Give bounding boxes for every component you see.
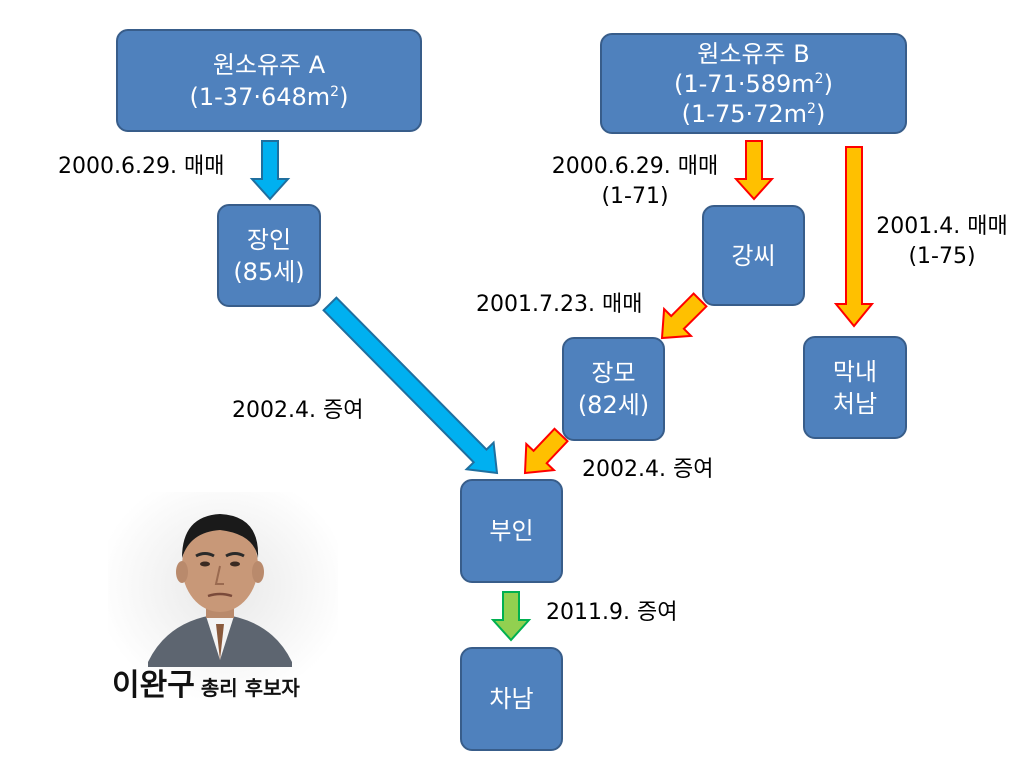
owner-a-title: 원소유주 A bbox=[212, 50, 326, 79]
edge-label-wife-to-son: 2011.9. 증여 bbox=[546, 600, 678, 625]
wife-node: 부인 bbox=[460, 479, 563, 583]
portrait-photo bbox=[108, 492, 338, 702]
owner-a-parcel: (1-37·648m2) bbox=[189, 82, 349, 111]
edge-label-gang-to-mother: 2001.7.23. 매매 bbox=[476, 292, 643, 317]
mother-in-law-line2: (82세) bbox=[577, 391, 650, 419]
gangssi-node: 강씨 bbox=[702, 205, 805, 306]
youngest-brother-in-law-line1: 막내 bbox=[832, 357, 878, 386]
gangssi-label: 강씨 bbox=[731, 241, 776, 270]
arrow-mother-to-wife bbox=[523, 427, 569, 475]
edge-label-mother-to-wife: 2002.4. 증여 bbox=[582, 457, 714, 482]
edge-label-a-to-father: 2000.6.29. 매매 bbox=[58, 154, 225, 179]
arrow-father-to-wife bbox=[322, 296, 499, 475]
mother-in-law-node: 장모 (82세) bbox=[562, 337, 665, 441]
arrow-b-to-youngest bbox=[833, 146, 875, 328]
owner-b-title: 원소유주 B bbox=[697, 39, 810, 68]
photo-caption-name: 이완구 bbox=[112, 668, 195, 703]
edge-label-b-to-gang: 2000.6.29. 매매 (1-71) bbox=[546, 152, 724, 212]
owner-b-parcel-1: (1-71·589m2) bbox=[674, 69, 833, 98]
father-in-law-line1: 장인 bbox=[246, 225, 292, 254]
edge-label-b-to-gang-line1: 2000.6.29. 매매 bbox=[551, 154, 719, 179]
father-in-law-line2: (85세) bbox=[233, 257, 305, 286]
edge-label-b-to-youngest-line2: (1-75) bbox=[908, 244, 976, 269]
mother-in-law-line1: 장모 bbox=[591, 359, 636, 387]
father-in-law-node: 장인 (85세) bbox=[217, 204, 321, 307]
arrow-a-to-father bbox=[249, 140, 291, 201]
second-son-node: 차남 bbox=[460, 647, 563, 751]
owner-b-node: 원소유주 B (1-71·589m2) (1-75·72m2) bbox=[600, 33, 907, 134]
owner-b-parcel-2: (1-75·72m2) bbox=[681, 99, 826, 128]
photo-caption-role: 총리 후보자 bbox=[200, 676, 300, 700]
youngest-brother-in-law-line2: 처남 bbox=[832, 389, 878, 418]
arrow-wife-to-son bbox=[490, 591, 532, 642]
edge-label-father-to-wife: 2002.4. 증여 bbox=[232, 398, 364, 423]
arrow-b-to-gang bbox=[733, 140, 775, 201]
edge-label-b-to-youngest-line1: 2001.4. 매매 bbox=[876, 214, 1008, 239]
second-son-label: 차남 bbox=[489, 685, 534, 713]
wife-label: 부인 bbox=[489, 517, 534, 545]
edge-label-b-to-youngest: 2001.4. 매매 (1-75) bbox=[868, 212, 1016, 272]
owner-a-node: 원소유주 A (1-37·648m2) bbox=[116, 29, 422, 132]
youngest-brother-in-law-node: 막내 처남 bbox=[803, 336, 907, 439]
edge-label-b-to-gang-line2: (1-71) bbox=[601, 184, 669, 209]
arrow-gang-to-mother bbox=[660, 292, 708, 340]
